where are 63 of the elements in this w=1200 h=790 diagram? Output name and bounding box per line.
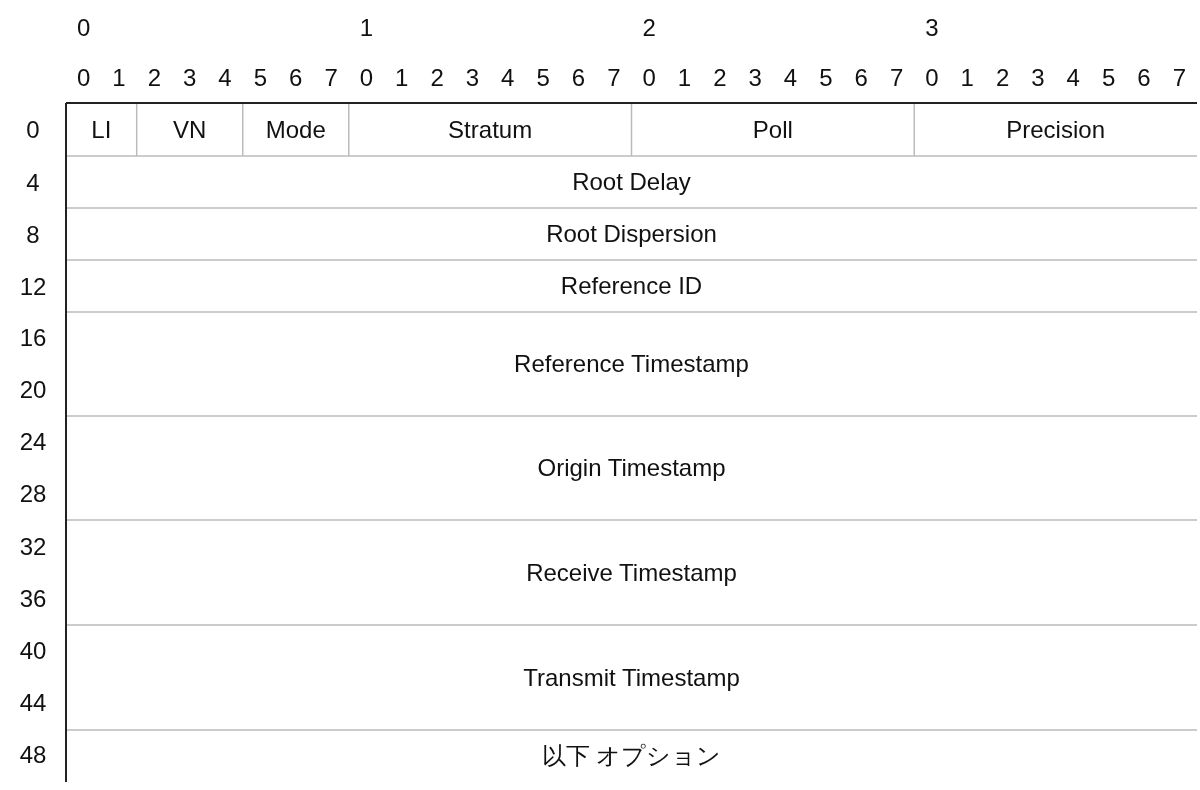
byte-offset: 44 <box>19 689 47 717</box>
field-name: Poll <box>752 115 793 144</box>
bit-number: 0 <box>925 64 939 92</box>
bit-number: 0 <box>642 64 656 92</box>
bit-number: 6 <box>854 64 868 92</box>
bit-number: 3 <box>465 64 480 92</box>
bit-number: 5 <box>536 64 550 92</box>
field-name: Receive Timestamp <box>526 558 737 587</box>
bit-number: 5 <box>819 64 833 92</box>
byte-offset: 0 <box>26 116 40 144</box>
field-name: 以下 オプション <box>541 741 722 771</box>
bit-number: 7 <box>889 64 904 92</box>
byte-offset: 4 <box>26 169 40 197</box>
bit-number: 6 <box>571 64 586 92</box>
bit-number: 5 <box>1101 64 1116 92</box>
bit-number: 2 <box>713 64 727 92</box>
bit-number: 4 <box>218 64 232 92</box>
bit-number: 1 <box>960 64 974 92</box>
bit-number: 7 <box>1172 64 1186 92</box>
bit-number: 1 <box>677 64 692 92</box>
byte-offset: 40 <box>19 637 47 665</box>
field-name: VN <box>173 115 207 144</box>
field-name: Stratum <box>448 115 533 144</box>
bit-number: 1 <box>395 64 409 92</box>
bit-number: 7 <box>324 64 338 92</box>
bit-number: 5 <box>253 64 268 92</box>
byte-offset: 24 <box>19 428 47 456</box>
bit-number: 2 <box>147 64 162 92</box>
byte-number: 0 <box>77 14 91 42</box>
field-name: Mode <box>265 115 326 144</box>
bit-number: 4 <box>501 64 515 92</box>
bit-number: 3 <box>183 64 197 92</box>
bit-number: 4 <box>1066 64 1080 92</box>
bit-number: 0 <box>77 64 91 92</box>
field-name: Root Dispersion <box>546 220 717 248</box>
bit-number: 7 <box>607 64 621 92</box>
byte-offset: 12 <box>19 273 47 301</box>
bit-number: 3 <box>1031 64 1045 92</box>
byte-offset: 28 <box>19 480 47 508</box>
byte-offset: 36 <box>19 585 47 613</box>
bit-number: 4 <box>783 64 798 92</box>
bit-number: 2 <box>995 64 1010 92</box>
field-name: Root Delay <box>572 168 691 196</box>
field-name: Transmit Timestamp <box>523 663 740 692</box>
byte-number: 3 <box>925 14 939 42</box>
bit-number: 2 <box>430 64 444 92</box>
field-name: Reference Timestamp <box>514 350 749 378</box>
bit-number: 0 <box>359 64 374 92</box>
bit-number: 1 <box>112 64 126 92</box>
byte-offset: 20 <box>19 376 47 404</box>
field-name: Precision <box>1006 115 1105 144</box>
bit-number: 3 <box>748 64 762 92</box>
field-name: Reference ID <box>560 272 703 300</box>
bit-number: 6 <box>1137 64 1151 92</box>
field-name: Origin Timestamp <box>537 454 726 482</box>
byte-offset: 8 <box>26 221 40 249</box>
field-name: LI <box>91 115 112 144</box>
byte-number: 1 <box>359 14 374 42</box>
byte-offset: 16 <box>19 324 47 352</box>
bit-number: 6 <box>289 64 303 92</box>
byte-offset: 32 <box>19 533 47 561</box>
byte-offset: 48 <box>19 741 47 769</box>
byte-number: 2 <box>642 14 656 42</box>
